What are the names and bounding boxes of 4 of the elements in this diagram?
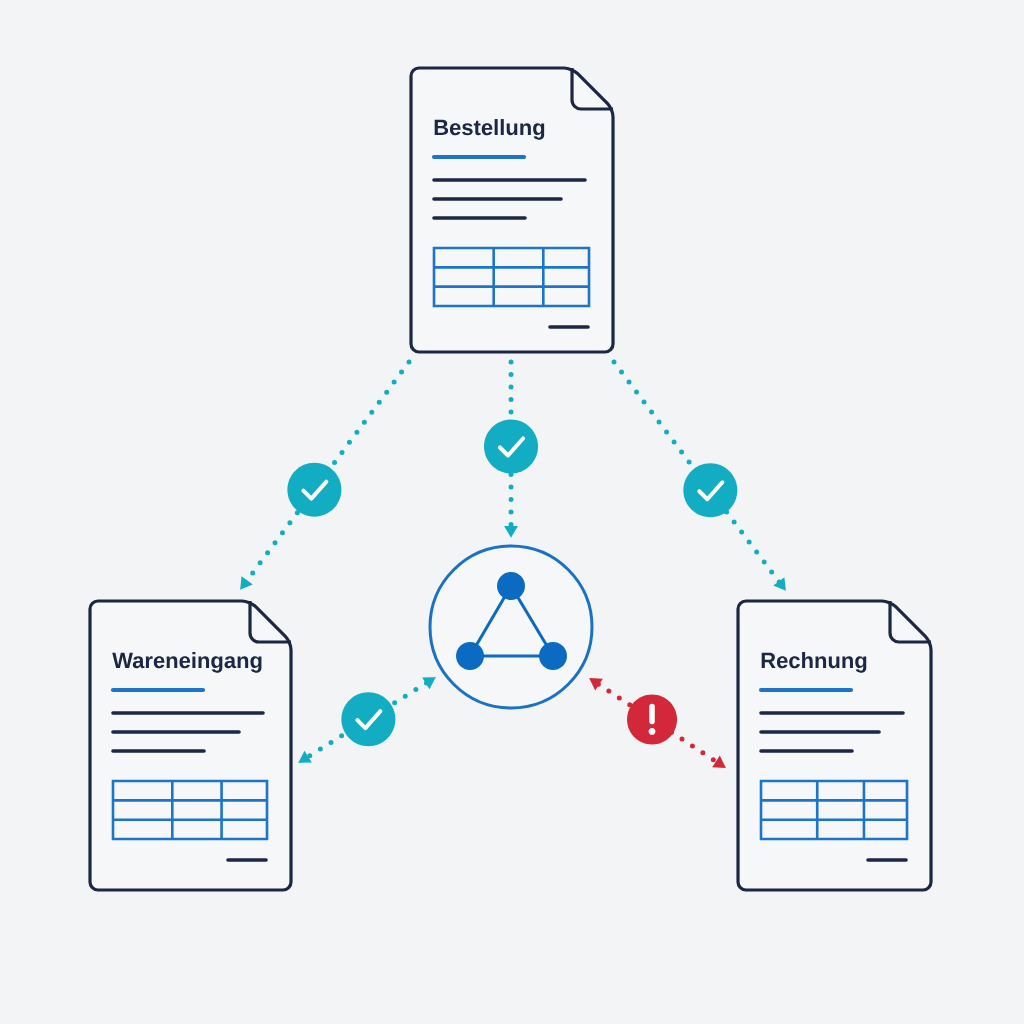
document: Bestellung (409, 66, 615, 354)
document: Wareneingang (88, 599, 293, 892)
document: Rechnung (736, 599, 933, 892)
hub-circle (428, 544, 594, 710)
